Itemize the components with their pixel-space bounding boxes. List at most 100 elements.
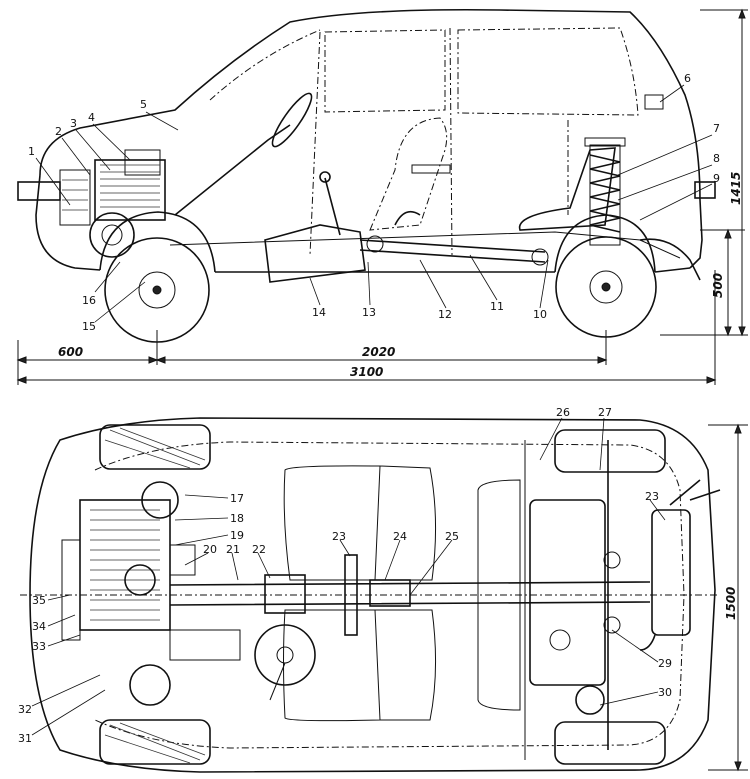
side-propeller-shaft bbox=[359, 239, 546, 263]
top-rear-left-wheel bbox=[554, 429, 666, 473]
callout-25: 25 bbox=[445, 530, 459, 543]
callout-17: 17 bbox=[230, 492, 244, 505]
top-gear-lever bbox=[344, 554, 358, 636]
side-frame-rail bbox=[169, 231, 681, 259]
callout-1: 1 bbox=[28, 145, 35, 158]
side-dimensions: 600 2020 3100 1415 500 bbox=[16, 8, 748, 385]
top-steering-wheel bbox=[254, 624, 316, 686]
callout-24: 24 bbox=[393, 530, 407, 543]
top-front-seat-left-back bbox=[375, 465, 437, 581]
top-rear-joint-a bbox=[603, 551, 621, 569]
side-rear-spring bbox=[584, 137, 626, 246]
callout-14: 14 bbox=[312, 306, 326, 319]
side-rear-seat bbox=[518, 147, 616, 231]
callout-30: 30 bbox=[658, 686, 672, 699]
side-front-axle bbox=[152, 285, 162, 295]
side-windshield bbox=[209, 29, 321, 101]
top-rear-seat bbox=[477, 479, 521, 711]
callout-22: 22 bbox=[252, 543, 266, 556]
dim-floor-height: 500 bbox=[711, 273, 725, 298]
side-rear-hub bbox=[589, 270, 623, 304]
side-rear-light bbox=[644, 94, 664, 110]
callout-9: 9 bbox=[713, 172, 720, 185]
callout-13: 13 bbox=[362, 306, 376, 319]
top-engine bbox=[61, 481, 241, 706]
side-view bbox=[17, 8, 716, 343]
side-gear-knob bbox=[319, 171, 331, 183]
callout-12: 12 bbox=[438, 308, 452, 321]
dim-front-overhang: 600 bbox=[58, 345, 83, 359]
callout-26: 26 bbox=[556, 406, 570, 419]
top-dimensions: 1500 bbox=[708, 423, 748, 772]
top-gearbox bbox=[264, 574, 306, 614]
side-steering-wheel bbox=[271, 92, 313, 148]
top-fuel-filler bbox=[549, 629, 571, 651]
callout-34: 34 bbox=[32, 620, 46, 633]
top-fuel-tank bbox=[529, 499, 606, 686]
side-front-seat bbox=[369, 117, 448, 231]
side-steering-column bbox=[174, 124, 291, 216]
callout-31: 31 bbox=[18, 732, 32, 745]
side-front-hub bbox=[138, 271, 176, 309]
side-transmission bbox=[264, 224, 366, 283]
dim-overall-width: 1500 bbox=[724, 587, 738, 620]
top-exhaust-pipe bbox=[639, 479, 721, 651]
side-door-line-mid bbox=[449, 27, 453, 256]
top-muffler bbox=[651, 509, 691, 636]
top-rear-brake bbox=[575, 685, 605, 715]
side-leaders bbox=[35, 84, 713, 323]
callout-4: 4 bbox=[88, 111, 95, 124]
callout-29: 29 bbox=[658, 657, 672, 670]
callout-21: 21 bbox=[226, 543, 240, 556]
side-engine bbox=[59, 149, 166, 258]
callout-8: 8 bbox=[713, 152, 720, 165]
side-front-wheel-arch bbox=[99, 211, 216, 273]
side-pedal bbox=[394, 210, 421, 226]
top-front-seat-left bbox=[283, 465, 381, 581]
top-rear-right-wheel bbox=[554, 721, 666, 765]
side-rear-door-window bbox=[457, 27, 639, 116]
side-body-outline bbox=[39, 8, 703, 269]
side-rear-axle bbox=[601, 282, 611, 292]
top-front-left-wheel bbox=[99, 424, 211, 470]
top-coupling bbox=[369, 579, 411, 607]
top-steering-hub bbox=[276, 646, 294, 664]
top-front-right-wheel bbox=[99, 719, 211, 765]
callout-19: 19 bbox=[230, 529, 244, 542]
callout-2: 2 bbox=[55, 125, 62, 138]
dim-overall-length: 3100 bbox=[350, 365, 383, 379]
side-gear-lever bbox=[324, 177, 341, 236]
side-rear-joint bbox=[531, 248, 549, 266]
side-exhaust-pipe bbox=[639, 238, 701, 281]
callout-7: 7 bbox=[713, 122, 720, 135]
callout-18: 18 bbox=[230, 512, 244, 525]
dim-overall-height: 1415 bbox=[729, 172, 743, 205]
side-rear-bumper bbox=[694, 181, 716, 199]
top-callouts: 17 18 19 20 21 22 23 24 25 26 27 23 29 3… bbox=[18, 406, 672, 745]
side-door-handle bbox=[411, 164, 451, 174]
side-callouts: 1 2 3 4 5 6 7 8 9 10 11 12 13 14 15 16 bbox=[28, 72, 720, 333]
side-lower-body bbox=[35, 174, 691, 273]
side-universal-joint bbox=[366, 235, 384, 253]
top-body-outline bbox=[29, 417, 716, 773]
callout-23a: 23 bbox=[332, 530, 346, 543]
callout-35: 35 bbox=[32, 594, 46, 607]
callout-23b: 23 bbox=[645, 490, 659, 503]
top-leaders bbox=[31, 417, 666, 736]
callout-3: 3 bbox=[70, 117, 77, 130]
callout-16: 16 bbox=[82, 294, 96, 307]
top-front-seat-right bbox=[283, 609, 381, 722]
callout-15: 15 bbox=[82, 320, 96, 333]
top-rear-joint-b bbox=[603, 616, 621, 634]
top-view bbox=[20, 417, 721, 773]
callout-11: 11 bbox=[490, 300, 504, 313]
callout-6: 6 bbox=[684, 72, 691, 85]
top-steering-column bbox=[269, 662, 286, 701]
callout-27: 27 bbox=[598, 406, 612, 419]
callout-32: 32 bbox=[18, 703, 32, 716]
side-door-line-front bbox=[309, 31, 321, 256]
dim-wheelbase: 2020 bbox=[362, 345, 395, 359]
top-front-seat-right-back bbox=[375, 609, 437, 721]
callout-20: 20 bbox=[203, 543, 217, 556]
